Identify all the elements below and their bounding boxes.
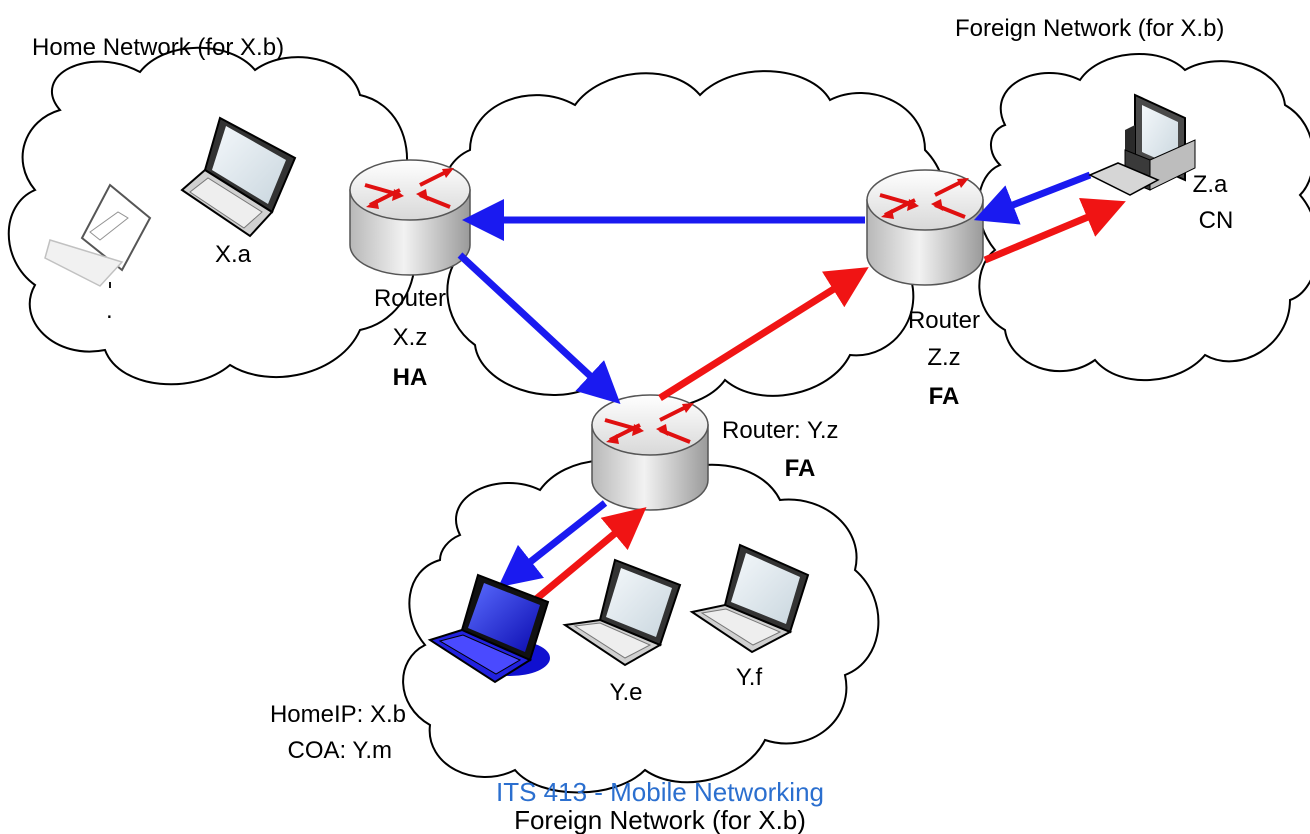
router-y-label: Router: Y.z — [722, 417, 839, 444]
home-ip-label: HomeIP: X.b — [270, 701, 406, 728]
red-arrow-yz-to-zz — [658, 267, 869, 401]
internet-cloud — [440, 70, 947, 410]
laptop-yf-icon — [689, 543, 810, 654]
foreign-network-top-label: Foreign Network (for X.b) — [955, 15, 1224, 42]
router-x-icon — [349, 159, 471, 276]
host-ye-label: Y.e — [610, 679, 643, 706]
laptop-ye-icon — [562, 558, 682, 667]
blue-arrow-za-to-zz — [973, 171, 1092, 225]
host-za-label: Z.a — [1193, 171, 1228, 198]
foreign-network-cloud-right — [977, 53, 1310, 381]
home-network-label: Home Network (for X.b) — [32, 34, 284, 61]
blue-arrow-xz-to-yz — [457, 252, 621, 405]
foreign-network-bottom-label: Foreign Network (for X.b) — [514, 805, 806, 834]
red-arrow-xb-to-yz — [532, 507, 647, 603]
router-z-label-line2: Z.z — [927, 344, 960, 371]
router-x-role-ha: HA — [393, 364, 428, 391]
router-z-label-line1: Router — [908, 307, 980, 334]
host-yf-label: Y.f — [736, 664, 763, 691]
blue-arrow-yz-to-xb — [498, 500, 608, 588]
router-y-role-fa: FA — [785, 455, 816, 482]
router-z-role-fa: FA — [929, 383, 960, 410]
red-arrow-zz-to-za — [983, 198, 1126, 264]
laptop-xb-mobile-node-icon — [427, 573, 550, 684]
router-y-icon — [591, 394, 709, 511]
footer-course-title: ITS 413 - Mobile Networking — [496, 777, 824, 807]
laptop-faded-icon — [44, 183, 152, 288]
router-z-icon — [866, 169, 984, 286]
laptop-xa-icon — [180, 116, 297, 238]
router-x-label-line1: Router — [374, 285, 446, 312]
desktop-computer-za-icon — [1088, 93, 1196, 196]
host-xa-label: X.a — [215, 241, 252, 268]
router-x-label-line2: X.z — [393, 324, 428, 351]
host-za-role-cn: CN — [1199, 207, 1234, 234]
stray-dot: . — [106, 297, 113, 324]
coa-label: COA: Y.m — [288, 737, 392, 764]
home-network-cloud — [7, 46, 416, 386]
